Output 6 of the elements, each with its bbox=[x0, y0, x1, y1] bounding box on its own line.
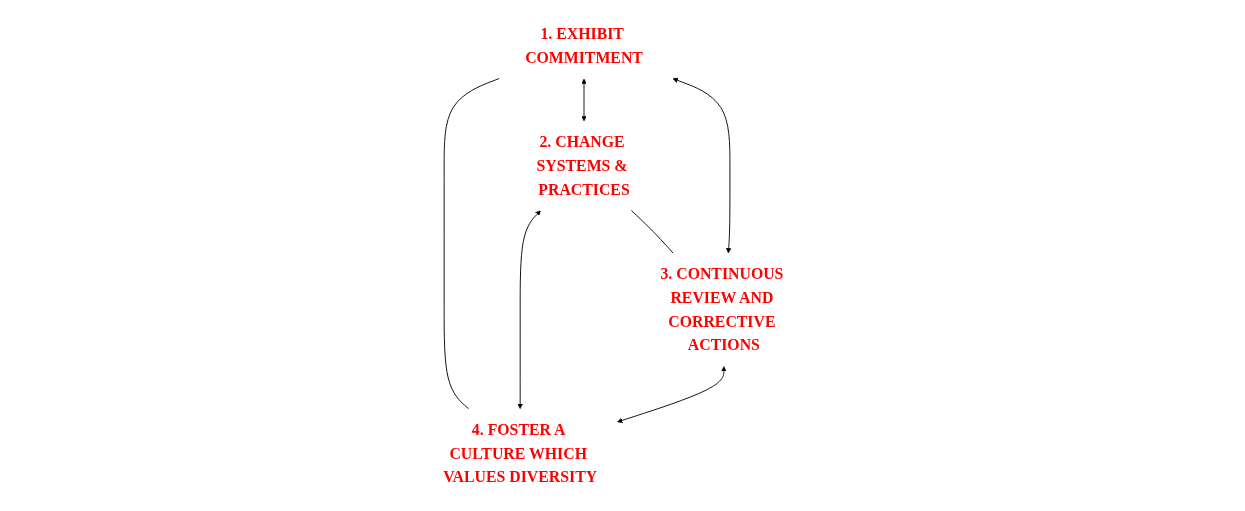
node-text: 1. EXHIBIT COMMITMENT bbox=[525, 25, 644, 67]
connector bbox=[631, 210, 674, 254]
connector bbox=[444, 78, 501, 410]
node-text: 2. CHANGE SYSTEMS & PRACTICES bbox=[537, 133, 631, 199]
node-text: 4. FOSTER A CULTURE WHICH VALUES DIVERSITY bbox=[443, 420, 598, 486]
node-text: 3. CONTINUOUS REVIEW AND CORRECTIVE ACTIONS bbox=[660, 265, 784, 354]
